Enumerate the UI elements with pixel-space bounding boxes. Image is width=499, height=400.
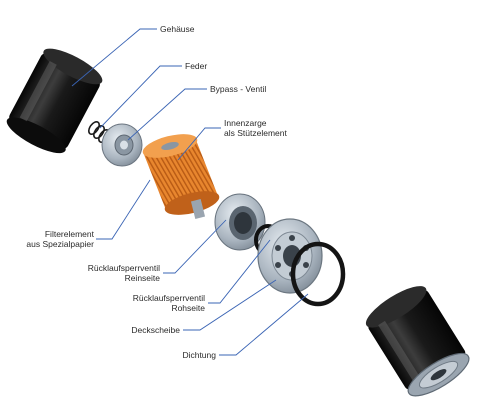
leader-line-ruecklauf-rein — [163, 219, 227, 274]
label-innenzarge: Innenzarge als Stützelement — [224, 118, 287, 138]
assembled-filter — [365, 286, 470, 397]
leader-line-deckscheibe — [183, 279, 277, 331]
cover-plate-part — [257, 218, 323, 294]
label-feder: Feder — [185, 61, 208, 71]
leader-line-filterelement — [96, 179, 151, 240]
bypass-valve-part — [101, 123, 143, 167]
leader-line-gehaeuse — [71, 28, 157, 87]
leader-line-bypass — [127, 88, 207, 141]
leader-line-innenzarge — [177, 127, 221, 161]
check-valve-clean-side-part — [214, 193, 266, 251]
leader-lines — [71, 28, 309, 356]
leader-line-feder — [99, 65, 182, 129]
label-deckscheibe: Deckscheibe — [131, 325, 180, 335]
label-bypass-ventil: Bypass - Ventil — [210, 84, 267, 94]
housing-part — [6, 48, 103, 154]
gasket-part — [290, 241, 346, 307]
label-filterelement: Filterelement aus Spezialpapier — [26, 229, 94, 249]
filter-element-part — [142, 134, 220, 219]
leader-line-ruecklauf-roh — [208, 239, 271, 304]
label-ruecklaufsperrventil-reinseite: Rücklaufsperrventil Reinseite — [87, 263, 160, 283]
leader-line-dichtung — [219, 293, 309, 356]
label-dichtung: Dichtung — [182, 350, 216, 360]
label-ruecklaufsperrventil-rohseite: Rücklaufsperrventil Rohseite — [132, 293, 205, 313]
label-gehaeuse: Gehäuse — [160, 24, 195, 34]
